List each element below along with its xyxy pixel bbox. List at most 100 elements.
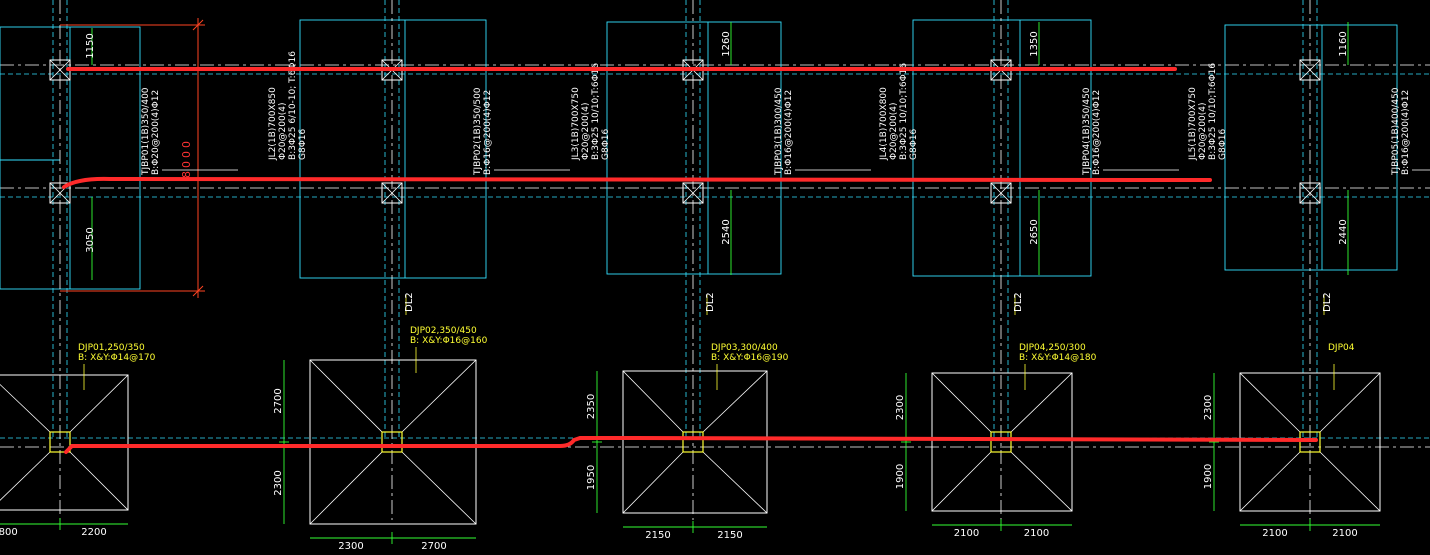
footing-slope-line — [401, 359, 477, 433]
footing-slope-line — [0, 451, 51, 501]
beam-label: JL3(1B)700X750 — [571, 87, 581, 161]
left-dim-bottom: 3050 — [85, 227, 96, 252]
footing-column-box — [49, 431, 71, 453]
column-box — [1299, 59, 1321, 81]
footing-slope-line — [1319, 372, 1381, 433]
dim-text: 2150 — [645, 530, 670, 541]
dim-text: 1160 — [1338, 31, 1349, 56]
beam-rebar-label: Φ20@200(4) — [889, 103, 899, 160]
footing-name: DJP01,250/350 — [78, 343, 145, 353]
footing-rebar: B: X&Y:Φ14@180 — [1019, 353, 1097, 363]
dl-label: DL2 — [1322, 292, 1333, 312]
column-marker — [381, 182, 403, 204]
dim-text: 2300 — [273, 470, 284, 495]
cap-label: B:Φ20@200(4)Φ12 — [151, 90, 161, 175]
cap-label: TJBP04(1B)350/450 — [1082, 87, 1092, 176]
footing-slope-line — [1239, 451, 1301, 512]
dim-text: 1900 — [895, 464, 906, 489]
footing-outline — [1239, 372, 1381, 512]
column-markers — [49, 59, 1321, 204]
beam-rebar-label: G8Φ16 — [909, 128, 919, 160]
footing-rebar: B: X&Y:Φ16@190 — [711, 353, 789, 363]
cap-label: B:Φ16@200(4)Φ12 — [1401, 90, 1411, 175]
beam-label: JL5(1B)700X750 — [1188, 87, 1198, 161]
dim-text: 2150 — [717, 530, 742, 541]
pile-cap-outlines — [0, 19, 1398, 290]
red-dimension-8000 — [60, 18, 205, 298]
footing-slope-line — [931, 372, 992, 433]
cap-label: TJBP03(1B)300/450 — [774, 87, 784, 176]
footing-slope-line — [1239, 372, 1301, 433]
column-marker — [49, 182, 71, 204]
cap-label: TJBP02(1B)350/500 — [473, 87, 483, 176]
dl-label: DL2 — [1013, 292, 1024, 312]
column-box — [1299, 182, 1321, 204]
footing-column-box — [990, 431, 1012, 453]
footing-slope-line — [1010, 372, 1073, 433]
left-dim-top: 1150 — [85, 33, 96, 58]
beam-rebar-label: B:3Φ25 10/10;T:6Φ16 — [1208, 63, 1218, 160]
red-dimension-text: 8000 — [180, 138, 193, 178]
dim-text: 1350 — [1029, 31, 1040, 56]
dim-text: 1260 — [721, 31, 732, 56]
dim-text: 1900 — [1203, 464, 1214, 489]
footing-name: DJP02,350/450 — [410, 326, 477, 336]
red-line-bottom — [64, 436, 1318, 454]
footing-column-box — [1299, 431, 1321, 453]
red-markup-lines — [62, 67, 1318, 454]
column-cross — [381, 182, 403, 204]
footing-name: DJP04 — [1328, 343, 1355, 353]
red-line-middle — [62, 176, 1212, 189]
beam-label: JL4(1B)700X800 — [879, 87, 889, 161]
dim-text: 2440 — [1338, 219, 1349, 244]
footing-outline — [931, 372, 1073, 512]
dim-text: 2200 — [81, 527, 106, 538]
dim-text: 2700 — [421, 541, 446, 552]
footing-outline — [309, 359, 477, 525]
footing-slope-line — [401, 451, 477, 525]
cap-label: B:Φ16@200(4)Φ12 — [483, 90, 493, 175]
footing-rebar: B: X&Y:Φ16@160 — [410, 336, 488, 346]
dim-text: 1950 — [586, 465, 597, 490]
dl-label: DL2 — [705, 292, 716, 312]
cap-label: TJBP05(1B)400/450 — [1391, 87, 1401, 176]
footing-name: DJP03,300/400 — [711, 343, 778, 353]
dim-text: 2650 — [1029, 219, 1040, 244]
beam-rebar-label: Φ20@200(4) — [581, 103, 591, 160]
footing-slope-line — [1010, 451, 1073, 512]
dim-text: 2100 — [1332, 528, 1357, 539]
column-marker — [1299, 59, 1321, 81]
footing-slope-line — [69, 374, 129, 433]
dim-text: 2700 — [273, 388, 284, 413]
dim-text: 2300 — [1203, 395, 1214, 420]
dim-text: 2100 — [1024, 528, 1049, 539]
dim-text: 2540 — [721, 219, 732, 244]
beam-rebar-label: B:3Φ25 6/10-10; T:6Φ16 — [288, 51, 298, 160]
dim-text: 2100 — [954, 528, 979, 539]
footing-slope-line — [309, 451, 383, 525]
beam-rebar-label: G8Φ16 — [298, 128, 308, 160]
footing-slope-line — [0, 383, 51, 433]
dim-text: 2300 — [895, 395, 906, 420]
column-box — [49, 182, 71, 204]
column-box — [381, 182, 403, 204]
column-marker — [682, 182, 704, 204]
column-box — [682, 182, 704, 204]
dl-label: DL2 — [404, 292, 415, 312]
beam-rebar-label: G8Φ16 — [601, 128, 611, 160]
cap-label: B:Φ16@200(4)Φ12 — [1092, 90, 1102, 175]
footing-rebar: B: X&Y:Φ14@170 — [78, 353, 156, 363]
column-grid-lines — [52, 0, 1318, 440]
footing-slope-line — [622, 370, 684, 433]
footing-column-box — [381, 431, 403, 453]
footing-outline — [0, 374, 129, 511]
column-cross — [49, 59, 71, 81]
beam-rebar-label: B:3Φ25 10/10;T:6Φ16 — [591, 63, 601, 160]
footing-slope-line — [309, 359, 383, 433]
beam-rebar-label: B:3Φ25 10/10;T:6Φ16 — [899, 63, 909, 160]
